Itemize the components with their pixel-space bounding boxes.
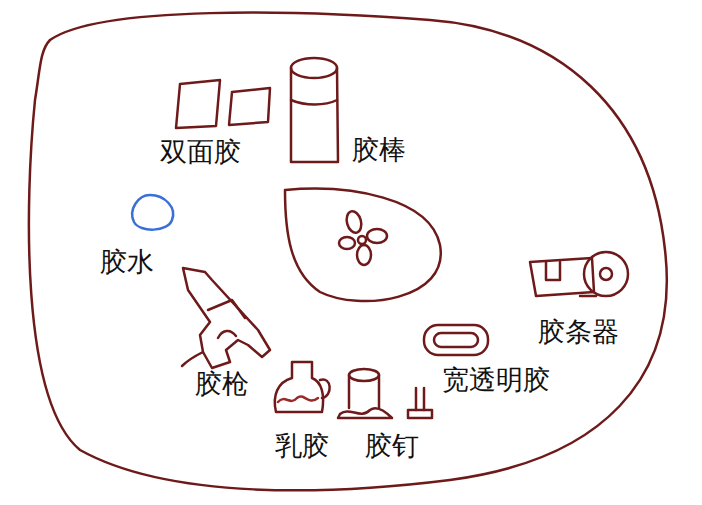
glue-gun (182, 268, 270, 368)
part-label: 胶水 (100, 246, 154, 278)
latex-bottle (275, 362, 330, 412)
part-label: 胶枪 (195, 368, 249, 400)
center-flower (285, 189, 441, 301)
part-label: 胶钉 (365, 430, 419, 462)
tape-dispenser (530, 252, 628, 296)
part-label: 宽透明胶 (442, 364, 550, 396)
wide-tape (424, 325, 488, 355)
part-label: 双面胶 (160, 136, 241, 168)
glue-nail-stick (338, 369, 392, 418)
glue-nail (408, 388, 432, 418)
double-sided-tape (176, 80, 270, 128)
part-label: 胶条器 (538, 316, 619, 348)
glue-stick (291, 58, 338, 162)
part-label: 胶棒 (352, 134, 406, 166)
glue-bottle (132, 195, 173, 230)
part-label: 乳胶 (275, 430, 329, 462)
region-outline (29, 13, 667, 491)
